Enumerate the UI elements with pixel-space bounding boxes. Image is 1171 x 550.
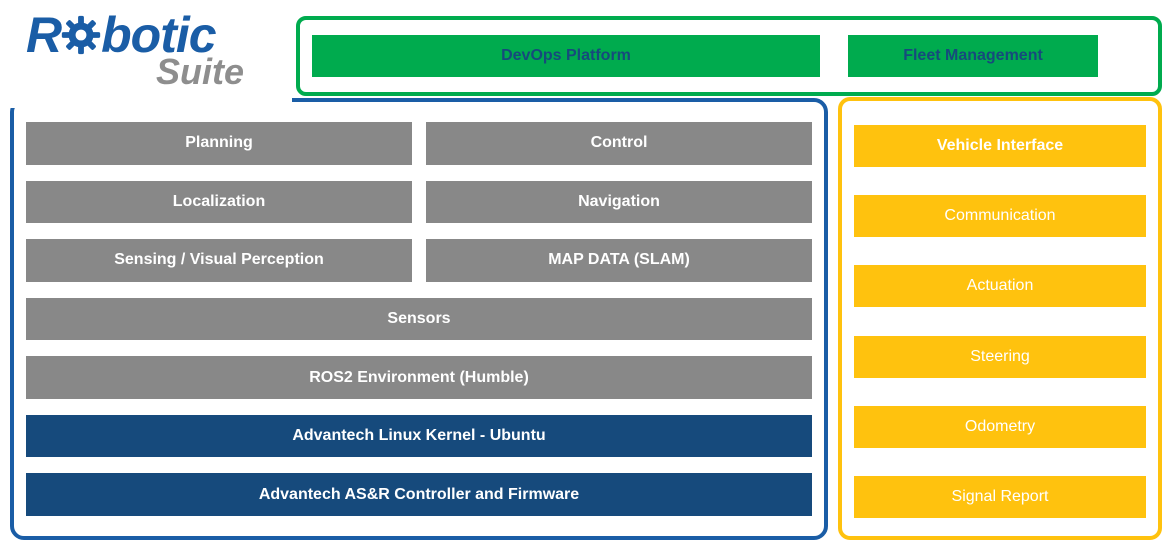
top-platforms-panel: DevOps Platform Fleet Management: [296, 16, 1162, 96]
logo-wordmark-end: botic: [101, 7, 216, 63]
actuation-block: Actuation: [854, 265, 1146, 308]
fleet-management-block: Fleet Management: [848, 35, 1098, 77]
ros2-environment-block: ROS2 Environment (Humble): [26, 356, 812, 399]
communication-block: Communication: [854, 195, 1146, 238]
vehicle-interface-block: Vehicle Interface: [854, 125, 1146, 167]
odometry-block: Odometry: [854, 405, 1146, 448]
gear-icon: [61, 15, 101, 54]
logo-wordmark-start: R: [26, 7, 62, 63]
controller-firmware-block: Advantech AS&R Controller and Firmware: [26, 473, 812, 516]
steering-block: Steering: [854, 335, 1146, 378]
sensors-block: Sensors: [26, 297, 812, 341]
sensing-visual-perception-block: Sensing / Visual Perception: [26, 239, 412, 282]
logo-subtitle: Suite: [155, 51, 244, 92]
planning-block: Planning: [26, 122, 412, 165]
control-block: Control: [426, 122, 812, 165]
logo-wordmark: R botic: [10, 2, 292, 60]
robotic-suite-logo: R botic Suite: [10, 2, 292, 108]
map-data-slam-block: MAP DATA (SLAM): [426, 239, 812, 282]
signal-report-block: Signal Report: [854, 475, 1146, 518]
linux-kernel-block: Advantech Linux Kernel - Ubuntu: [26, 414, 812, 458]
navigation-block: Navigation: [426, 180, 812, 224]
software-stack-panel: Planning Control Localization Navigation…: [10, 98, 828, 540]
localization-block: Localization: [26, 180, 412, 224]
vehicle-interface-panel: Vehicle Interface Communication Actuatio…: [838, 97, 1162, 540]
devops-platform-block: DevOps Platform: [312, 35, 820, 77]
